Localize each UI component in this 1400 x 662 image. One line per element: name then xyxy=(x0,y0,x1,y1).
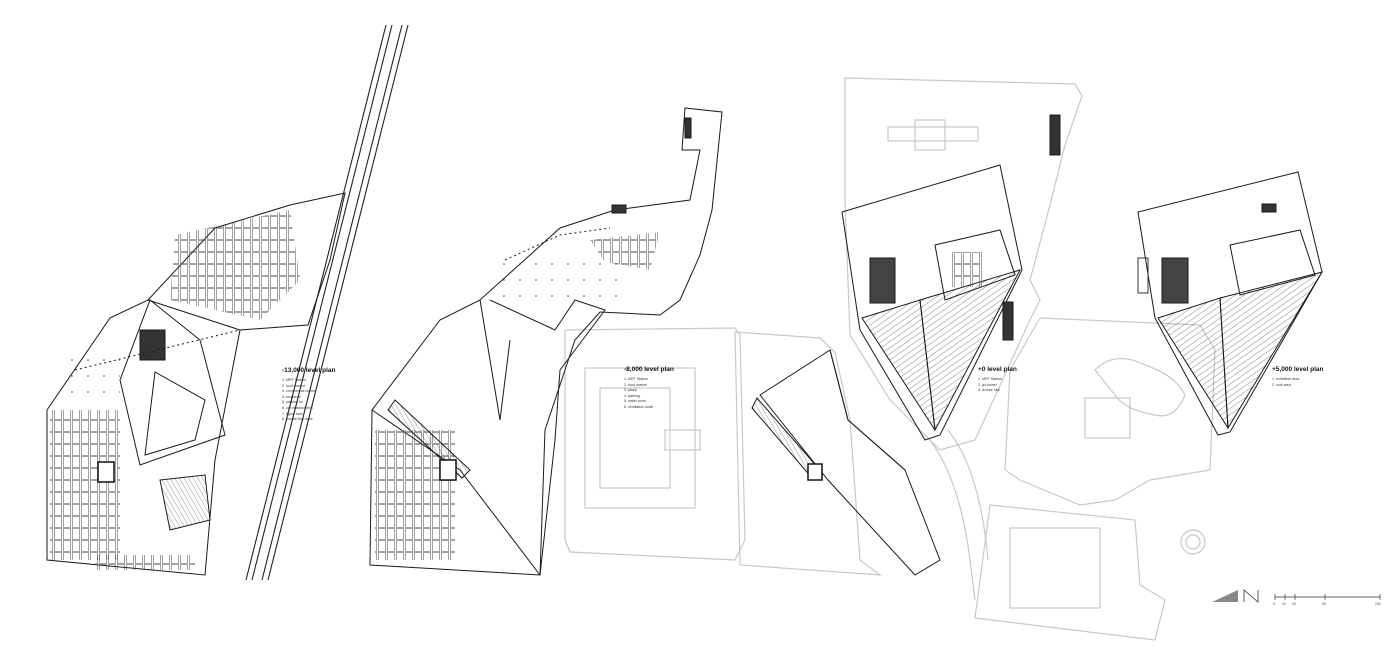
scale-tick-label: 50 xyxy=(1322,602,1326,606)
context-site xyxy=(564,77,1216,641)
legend-item: 1. MRT Station xyxy=(978,377,1002,381)
legend-item: 2. void area xyxy=(1272,382,1291,387)
plan-legend: 1. MRT Station 2. jet tunnel 3. lecture … xyxy=(978,377,1017,394)
legend-item: 3. commercial center xyxy=(282,389,316,394)
plan-plus0-drawing xyxy=(751,114,1061,576)
legend-item: 5. water pond xyxy=(624,399,646,404)
legend-item: 5. parking lot xyxy=(282,400,303,405)
scale-tick-label: 20 xyxy=(1292,602,1296,606)
scale-bar xyxy=(1274,594,1381,600)
plan-minus8000-drawing xyxy=(369,107,723,576)
legend-item: 8. normal flow area xyxy=(282,417,313,422)
legend-item: 2. food market xyxy=(624,382,647,387)
legend-item: 4. parking xyxy=(624,393,640,398)
legend-item: 7. figure lane xyxy=(282,411,303,416)
plan-title: -13,000 level plan xyxy=(282,367,336,374)
plan-title: -8,000 level plan xyxy=(624,366,674,373)
legend-item: 3. plaza xyxy=(624,388,637,393)
plan-label-minus8000: -8,000 level plan 1. MRT Station 2. food… xyxy=(624,366,674,411)
legend-item: 2. jet tunnel xyxy=(978,382,997,387)
scale-tick-label: 100 xyxy=(1375,602,1381,606)
legend-item: 1. exhibition area xyxy=(1272,377,1300,381)
legend-item: 6. ventilation shaft xyxy=(624,404,653,409)
legend-item: 1. MRT Station xyxy=(624,377,648,381)
legend-item: 4. sculpture xyxy=(282,394,301,399)
legend-item: 6. car entrance/exit xyxy=(282,405,313,410)
plan-label-plus0: +0 level plan 1. MRT Station 2. jet tunn… xyxy=(978,366,1017,394)
scale-tick-label: 10 xyxy=(1282,602,1286,606)
plan-plus5000-drawing xyxy=(1137,171,1324,436)
legend-item: 2. food market xyxy=(282,383,305,388)
plan-title: +5,000 level plan xyxy=(1272,366,1324,373)
plan-label-plus5000: +5,000 level plan 1. exhibition area 2. … xyxy=(1272,366,1324,388)
legend-item: 1. MRT Station xyxy=(282,378,306,382)
plan-label-minus13000: -13,000 level plan 1. MRT Station 2. foo… xyxy=(282,367,335,423)
scale-tick-label: 0 xyxy=(1273,602,1275,606)
plan-minus13000-drawing xyxy=(46,192,346,576)
plan-legend: 1. MRT Station 2. food market 3. plaza 4… xyxy=(624,377,674,411)
legend-item: 3. lecture hall xyxy=(978,388,1000,393)
plan-legend: 1. exhibition area 2. void area xyxy=(1272,377,1324,388)
north-arrow-icon xyxy=(1212,589,1259,603)
plan-legend: 1. MRT Station 2. food market 3. commerc… xyxy=(282,378,335,423)
plan-title: +0 level plan xyxy=(978,366,1017,373)
